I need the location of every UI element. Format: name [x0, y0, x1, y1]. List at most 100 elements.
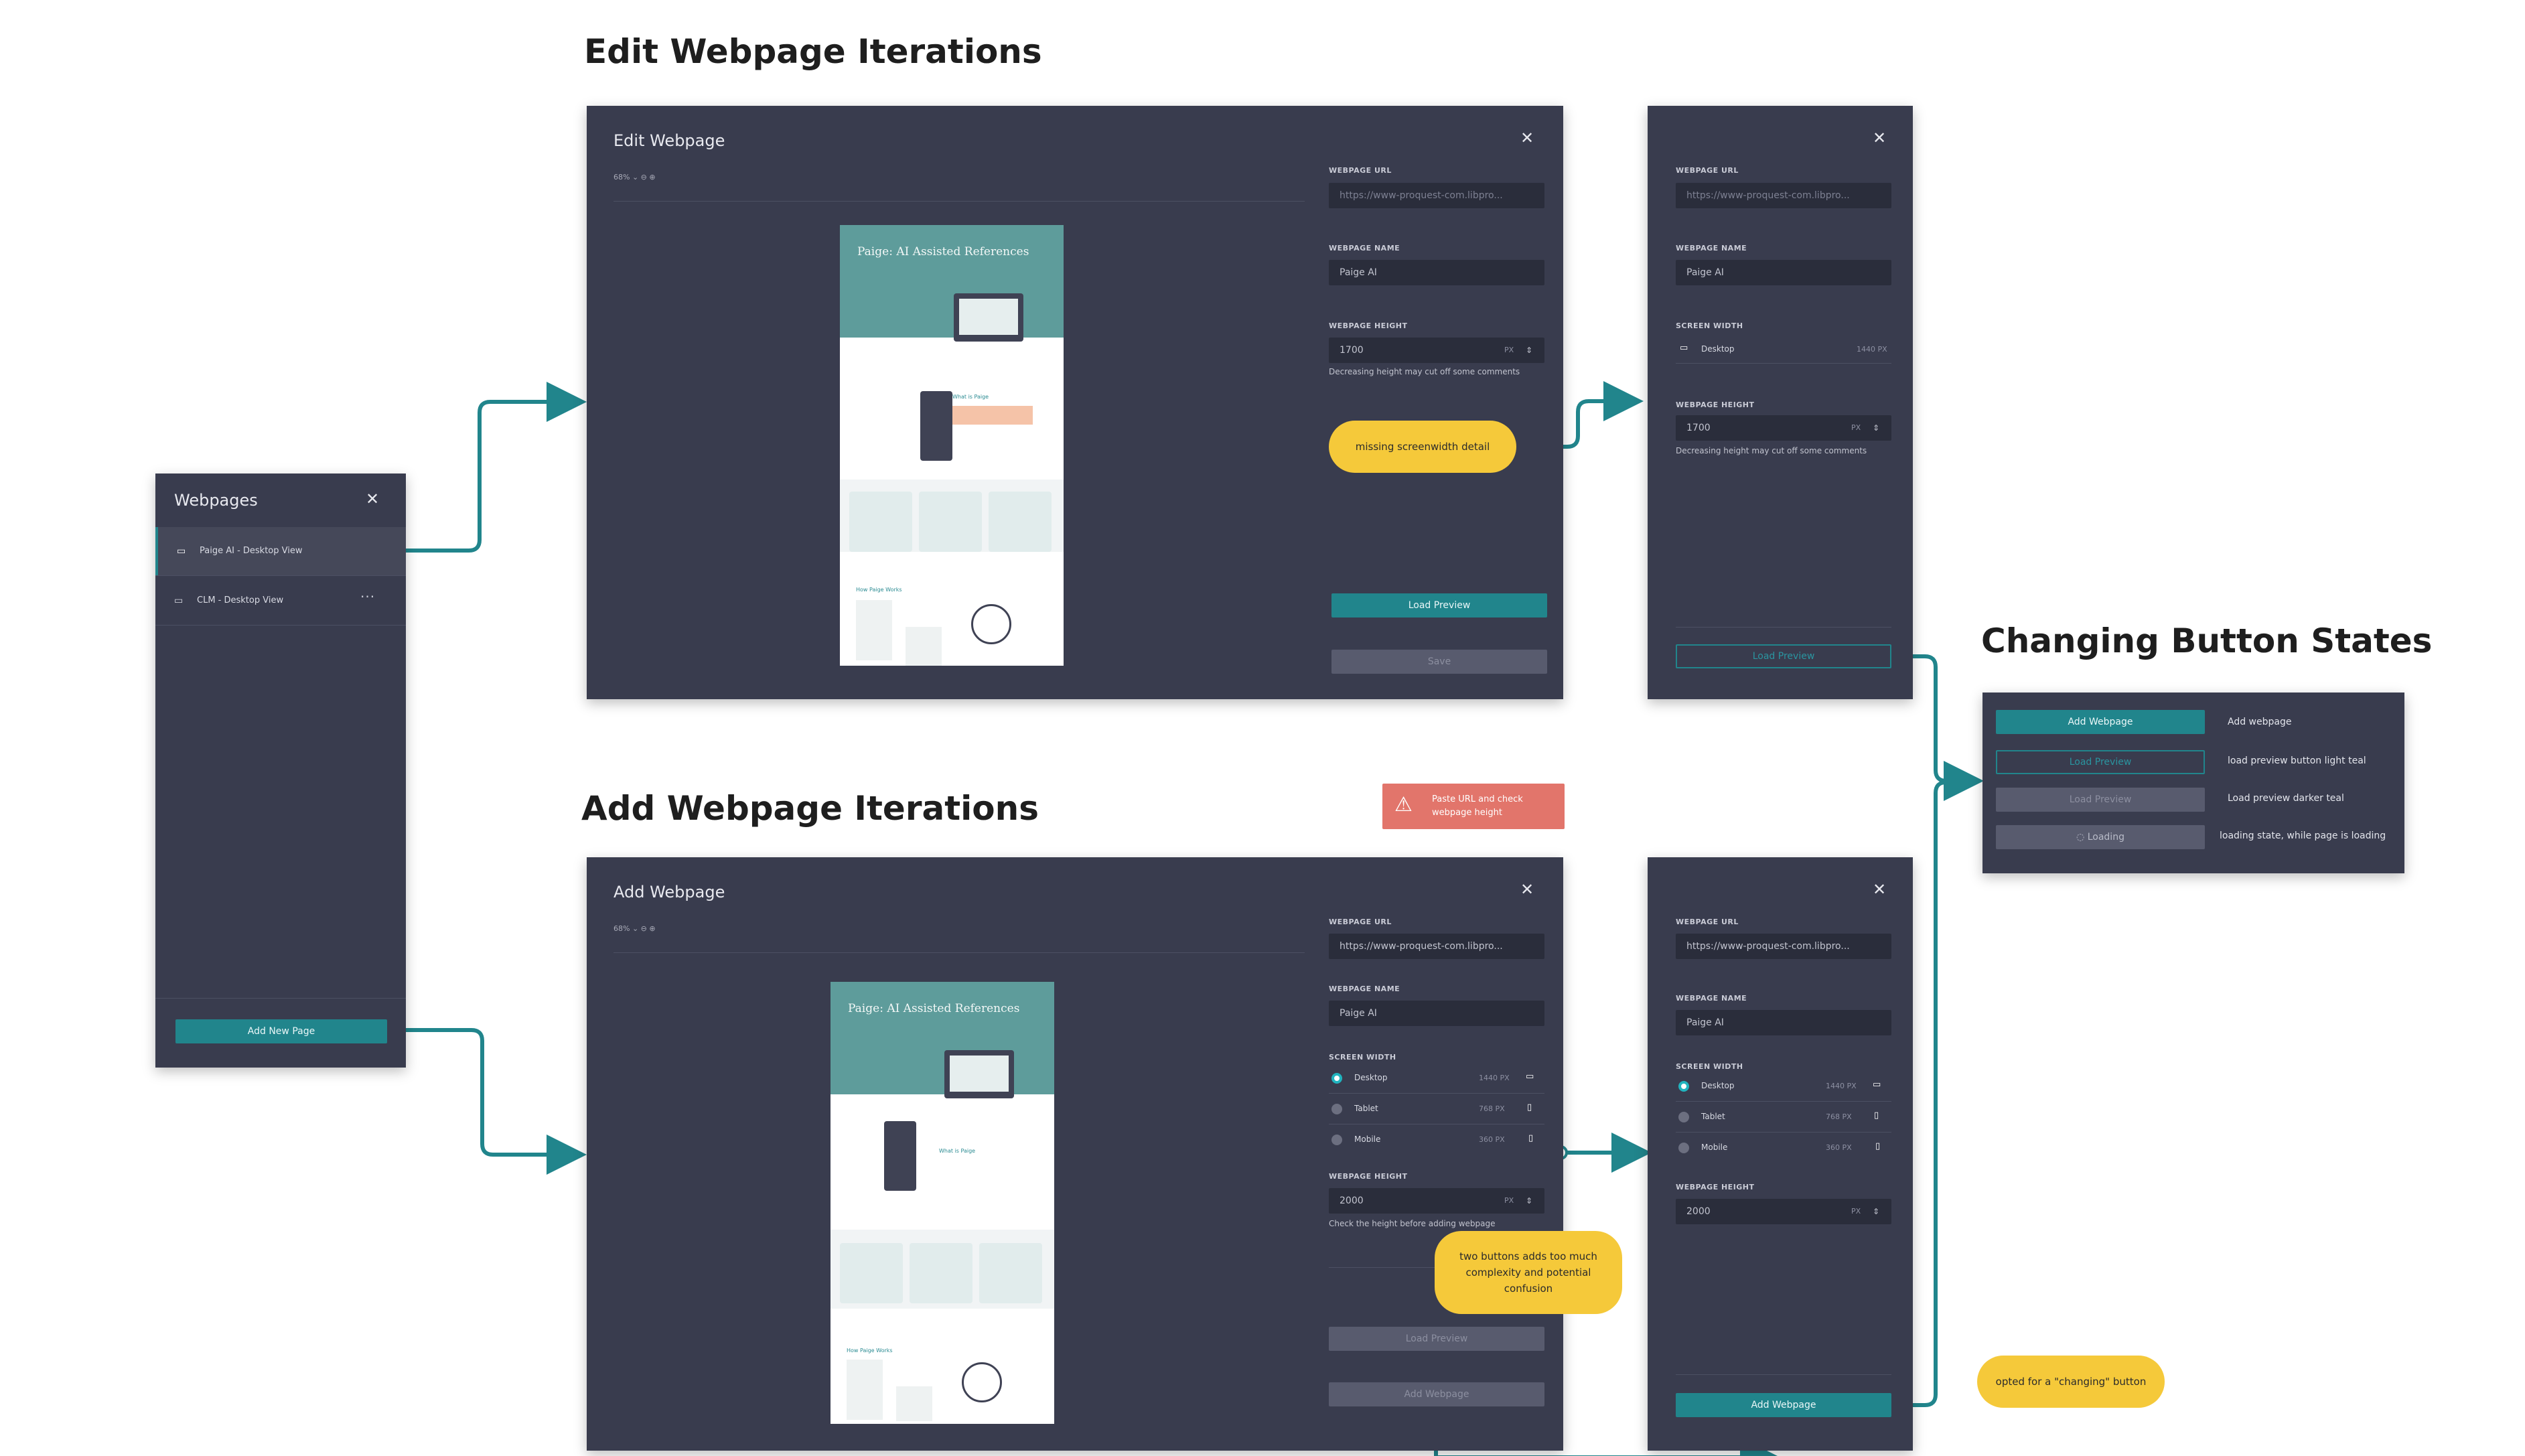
close-icon[interactable]: ✕: [366, 490, 380, 508]
tablet-icon: ▯: [1874, 1110, 1879, 1120]
list-item-label: CLM - Desktop View: [197, 595, 284, 605]
name-label: WEBPAGE NAME: [1676, 244, 1747, 252]
state-desc: loading state, while page is loading: [2220, 830, 2386, 841]
url-label: WEBPAGE URL: [1676, 166, 1739, 175]
height-input[interactable]: 2000 PX ⇕: [1676, 1199, 1891, 1224]
add-webpage-panel: Add Webpage ✕ 68% ⌄ ⊖ ⊕ Paige: AI Assist…: [587, 857, 1563, 1451]
preview-subtitle: What is Paige: [939, 1148, 976, 1154]
height-hint: Decreasing height may cut off some comme…: [1329, 367, 1520, 376]
webpage-preview: Paige: AI Assisted References What is Pa…: [831, 982, 1054, 1424]
state-desc: Add webpage: [2228, 717, 2292, 727]
warning-toast: ⚠ Paste URL and check webpage height: [1382, 784, 1565, 829]
add-webpage-title: Add Webpage: [614, 883, 725, 901]
screen-width-option-tablet[interactable]: Tablet 768 PX ▯: [1329, 1096, 1544, 1122]
webpage-preview: Paige: AI Assisted References What is Pa…: [840, 225, 1064, 666]
preview-how: How Paige Works: [847, 1348, 893, 1354]
screen-width-option-mobile[interactable]: Mobile 360 PX ▯: [1676, 1135, 1891, 1161]
name-label: WEBPAGE NAME: [1676, 994, 1747, 1003]
state-load-preview-dark[interactable]: Load Preview: [1996, 788, 2205, 812]
url-input[interactable]: https://www-proquest-com.libpro...: [1676, 183, 1891, 208]
screen-width-option-desktop[interactable]: ▭ Desktop 1440 PX: [1680, 343, 1887, 354]
url-label: WEBPAGE URL: [1329, 166, 1392, 175]
state-desc: Load preview darker teal: [2228, 793, 2344, 804]
screen-width-label: SCREEN WIDTH: [1676, 1062, 1743, 1071]
height-input[interactable]: 1700 PX ⇕: [1676, 415, 1891, 441]
state-load-preview-light[interactable]: Load Preview: [1996, 750, 2205, 774]
screen-width-label: SCREEN WIDTH: [1676, 321, 1743, 330]
url-label: WEBPAGE URL: [1676, 918, 1739, 926]
preview-subtitle: What is Paige: [952, 394, 989, 400]
edit-webpage-panel-v2: ✕ WEBPAGE URL https://www-proquest-com.l…: [1648, 106, 1913, 699]
url-input[interactable]: https://www-proquest-com.libpro...: [1676, 934, 1891, 959]
screen-width-option-tablet[interactable]: Tablet 768 PX ▯: [1676, 1104, 1891, 1131]
preview-how: How Paige Works: [856, 587, 902, 593]
screen-width-option-mobile[interactable]: Mobile 360 PX ▯: [1329, 1126, 1544, 1153]
stepper-icon: ⇕: [1526, 1196, 1533, 1206]
close-icon[interactable]: ✕: [1520, 880, 1534, 899]
laptop-icon: ▭: [1873, 1080, 1881, 1090]
add-new-page-button[interactable]: Add New Page: [175, 1019, 387, 1043]
load-preview-button[interactable]: Load Preview: [1331, 593, 1547, 617]
spinner-icon: ◌: [2076, 832, 2088, 843]
screen-width-label: SCREEN WIDTH: [1329, 1053, 1396, 1062]
heading-edit-iterations: Edit Webpage Iterations: [584, 32, 1042, 71]
heading-button-states: Changing Button States: [1981, 622, 2433, 660]
warning-text: Paste URL and check webpage height: [1432, 794, 1523, 818]
name-input[interactable]: Paige AI: [1676, 260, 1891, 285]
stepper-icon: ⇕: [1873, 423, 1880, 433]
height-input[interactable]: 2000 PX ⇕: [1329, 1188, 1544, 1214]
more-icon[interactable]: ···: [360, 589, 376, 605]
height-label: WEBPAGE HEIGHT: [1676, 401, 1755, 409]
close-icon[interactable]: ✕: [1520, 129, 1534, 147]
webpages-panel: Webpages ✕ ▭ Paige AI - Desktop View ▭ C…: [155, 474, 406, 1068]
height-input[interactable]: 1700 PX ⇕: [1329, 338, 1544, 363]
screen-width-option-desktop[interactable]: Desktop 1440 PX ▭: [1329, 1065, 1544, 1092]
heading-add-iterations: Add Webpage Iterations: [581, 789, 1039, 828]
sticky-note: missing screenwidth detail: [1329, 421, 1516, 473]
stepper-icon: ⇕: [1526, 346, 1533, 355]
add-webpage-button[interactable]: Add Webpage: [1329, 1382, 1544, 1406]
preview-title: Paige: AI Assisted References: [848, 1002, 1020, 1015]
save-button[interactable]: Save: [1331, 650, 1547, 674]
name-label: WEBPAGE NAME: [1329, 244, 1400, 252]
close-icon[interactable]: ✕: [1873, 129, 1887, 147]
warning-icon: ⚠: [1394, 793, 1413, 816]
list-item-selected[interactable]: ▭ Paige AI - Desktop View: [155, 527, 406, 575]
name-input[interactable]: Paige AI: [1329, 1001, 1544, 1026]
add-webpage-button[interactable]: Add Webpage: [1676, 1393, 1891, 1417]
preview-title: Paige: AI Assisted References: [857, 245, 1029, 259]
height-label: WEBPAGE HEIGHT: [1329, 1172, 1408, 1181]
url-input[interactable]: https://www-proquest-com.libpro...: [1329, 183, 1544, 208]
laptop-icon: ▭: [1680, 343, 1688, 353]
tablet-icon: ▯: [1527, 1102, 1532, 1112]
screen-width-option-desktop[interactable]: Desktop 1440 PX ▭: [1676, 1073, 1891, 1100]
list-item-label: Paige AI - Desktop View: [200, 546, 303, 556]
stepper-icon: ⇕: [1873, 1207, 1880, 1216]
height-label: WEBPAGE HEIGHT: [1676, 1183, 1755, 1191]
laptop-icon: ▭: [174, 595, 184, 606]
zoom-level[interactable]: 68% ⌄ ⊖ ⊕: [614, 173, 656, 181]
height-hint: Check the height before adding webpage: [1329, 1219, 1496, 1228]
name-label: WEBPAGE NAME: [1329, 985, 1400, 993]
zoom-level[interactable]: 68% ⌄ ⊖ ⊕: [614, 924, 656, 933]
url-input[interactable]: https://www-proquest-com.libpro...: [1329, 934, 1544, 959]
load-preview-button[interactable]: Load Preview: [1676, 644, 1891, 668]
laptop-icon: ▭: [177, 546, 186, 557]
mobile-icon: ▯: [1875, 1141, 1881, 1151]
list-item[interactable]: ▭ CLM - Desktop View ···: [155, 577, 406, 625]
laptop-icon: ▭: [1526, 1072, 1534, 1082]
close-icon[interactable]: ✕: [1873, 880, 1887, 899]
webpages-title: Webpages: [174, 491, 258, 510]
state-add-webpage-button[interactable]: Add Webpage: [1996, 710, 2205, 734]
state-desc: load preview button light teal: [2228, 755, 2366, 766]
mobile-icon: ▯: [1528, 1133, 1534, 1143]
name-input[interactable]: Paige AI: [1676, 1010, 1891, 1035]
state-loading-button[interactable]: ◌ Loading: [1996, 825, 2205, 849]
height-label: WEBPAGE HEIGHT: [1329, 321, 1408, 330]
sticky-note: opted for a "changing" button: [1977, 1356, 2165, 1408]
load-preview-button[interactable]: Load Preview: [1329, 1327, 1544, 1351]
edit-webpage-panel: Edit Webpage ✕ 68% ⌄ ⊖ ⊕ Paige: AI Assis…: [587, 106, 1563, 699]
name-input[interactable]: Paige AI: [1329, 260, 1544, 285]
url-label: WEBPAGE URL: [1329, 918, 1392, 926]
height-hint: Decreasing height may cut off some comme…: [1676, 446, 1867, 455]
